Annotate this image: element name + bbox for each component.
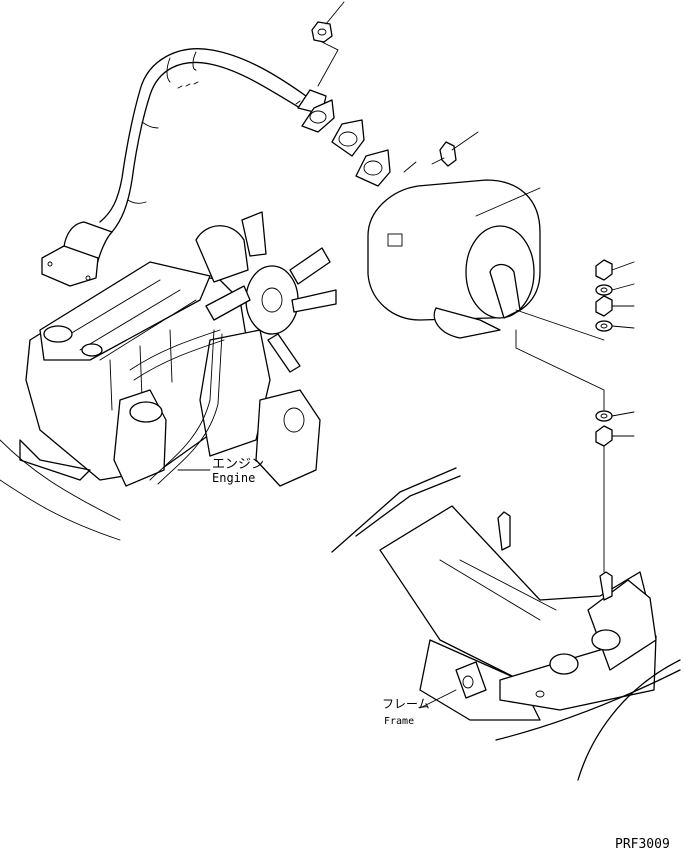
gasket-1 [331,119,365,157]
frame [331,467,681,781]
frame-label-en: Frame [384,716,414,727]
muffler [367,161,605,341]
bolt [431,131,479,167]
engine-label-jp: エンジン [212,457,264,472]
engine-label: エンジン Engine [177,457,264,485]
engine-label-en: Engine [212,471,255,485]
engine [0,211,337,541]
nut-top [311,1,345,87]
frame-label: フレーム Frame [382,689,457,727]
exhaust-pipe [41,48,335,287]
hardware-stack [515,259,635,573]
drawing-code: PRF3009 [615,837,670,851]
frame-label-jp: フレーム [382,697,430,711]
gasket-2 [355,149,391,187]
